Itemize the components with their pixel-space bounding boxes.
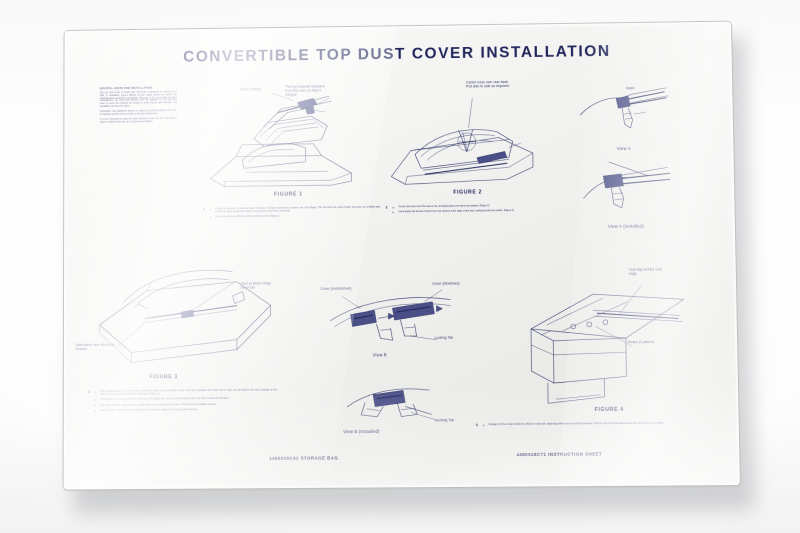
sheet-surface: CONVERTIBLE TOP DUST COVER INSTALLATION … — [63, 21, 740, 490]
view-b-installed-caption: View B (Installed) — [343, 428, 380, 435]
step-2-item-b-text: Insert plastic tab at front of dust cove… — [398, 210, 514, 214]
view-a-installed-caption: View A (Installed) — [607, 223, 645, 229]
step-4-block: 4 a. Engage the three snaps inside the v… — [476, 423, 678, 433]
step-2-item-a-text: Center dust cover over the seat on top, … — [398, 205, 490, 209]
step-2-item-b: b. Insert plastic tab at front of dust c… — [393, 210, 566, 214]
view-a-artwork — [576, 84, 673, 141]
callout-locking-tab: Locking Tab — [434, 335, 454, 340]
step-4-item-a: a. Engage the three snaps inside the veh… — [483, 422, 678, 427]
page-title: CONVERTIBLE TOP DUST COVER INSTALLATION — [183, 43, 611, 66]
step-3-item-c: c. After initial insertion, inspect to m… — [95, 403, 277, 408]
footer-instruction-sheet-part-number: 4480028C71 INSTRUCTION SHEET — [516, 451, 603, 458]
step-1: 1 a. Lower the top until it is approxima… — [203, 206, 380, 221]
figure-3-artwork — [88, 261, 277, 373]
step-2-item-a: a. Center dust cover over the seat on to… — [393, 204, 566, 209]
callout-cover-stretched: Cover (Stretched) — [432, 281, 460, 286]
callout-center-nose: Center nose over rear back. Pull side to… — [466, 79, 510, 89]
step-1-item-b-text: Close top clamps so that they will not p… — [215, 215, 280, 219]
step-3-block: 3 a. After walking around to rear of veh… — [88, 389, 277, 418]
helpful-hints-block: HELPFUL HINTS FOR INSTALLATION The top d… — [100, 86, 177, 126]
helpful-hints-heading: HELPFUL HINTS FOR INSTALLATION — [99, 86, 153, 91]
view-a-caption: View A — [616, 145, 631, 152]
view-a-installed-artwork — [577, 157, 674, 218]
step-3-item-d-text: Insert tabs from hinges forward on both … — [100, 409, 198, 412]
footer-storage-bag-part-number: 1460015C41 STORAGE BAG — [269, 455, 339, 461]
view-b-caption: View B — [372, 352, 387, 358]
callout-close-clamps: Close Clamps — [239, 87, 262, 92]
figure-3-caption: FIGURE 3 — [149, 374, 178, 381]
hints-paragraph: It is not necessary to unzip the back wi… — [99, 117, 177, 124]
helpful-hints-body: The top dust cover is made from vinyl th… — [100, 91, 177, 124]
step-2: 2 a. Center dust cover over the seat on … — [386, 204, 566, 217]
figure-1-caption: FIGURE 1 — [274, 191, 303, 198]
step-3: 3 a. After walking around to rear of veh… — [88, 389, 277, 415]
step-3-item-c-text: After initial insertion, inspect to make… — [100, 403, 217, 407]
step-4-item-a-text: Engage the three snaps inside the vehicl… — [488, 422, 664, 426]
figure-4-artwork — [506, 265, 690, 408]
instruction-sheet: CONVERTIBLE TOP DUST COVER INSTALLATION … — [63, 21, 759, 514]
printed-content: CONVERTIBLE TOP DUST COVER INSTALLATION … — [64, 22, 740, 490]
step-1-block: 1 a. Lower the top until it is approxima… — [203, 206, 380, 225]
step-3-item-a-text: After walking around to rear of vehicle,… — [100, 389, 277, 396]
step-1-item-a-text: Lower the top until it is approximately … — [215, 206, 380, 214]
figure-4-caption: FIGURE 4 — [594, 406, 624, 414]
step-1-item-b: b. Close top clamps so that they will no… — [210, 215, 380, 220]
step-3-item-a: a. After walking around to rear of vehic… — [95, 389, 277, 396]
view-b-installed-artwork — [339, 380, 460, 435]
figure-2-caption: FIGURE 2 — [453, 189, 483, 196]
callout-cover-unstretched: Cover (Unstretched) — [320, 286, 352, 291]
step-1-item-a: a. Lower the top until it is approximate… — [210, 206, 380, 214]
step-1-number: 1 — [202, 207, 205, 212]
step-4: 4 a. Engage the three snaps inside the v… — [476, 423, 678, 430]
step-3-item-b-text: Working from one hinge to the other, ins… — [100, 398, 229, 402]
callout-pull-top-material: Pull top material rearward from this are… — [285, 84, 325, 97]
step-2-block: 2 a. Center dust cover over the seat on … — [386, 204, 566, 220]
step-3-number: 3 — [87, 389, 90, 394]
callout-start-sides-here: Start sides here and work forward — [75, 342, 115, 352]
callout-snaps: Snaps (3 places) — [627, 339, 655, 345]
figure-2-artwork — [381, 84, 542, 191]
callout-insert: Insert — [625, 86, 635, 91]
callout-locking-tab-2: Locking Tab — [435, 418, 455, 423]
figure-1-artwork — [202, 82, 361, 191]
callout-tuck-flap: Tuck flap behind seat edge — [628, 267, 663, 276]
hints-paragraph: The top dust cover is made from vinyl th… — [99, 91, 177, 108]
callout-start-at-hinge: Start at either hinge insert tab — [240, 281, 271, 290]
step-4-number: 4 — [475, 423, 478, 428]
step-3-item-d: d. Insert tabs from hinges forward on bo… — [95, 408, 277, 413]
step-3-item-b: b. Working from one hinge to the other, … — [95, 398, 277, 402]
hints-paragraph: Remember, that significant tension is re… — [99, 109, 177, 116]
